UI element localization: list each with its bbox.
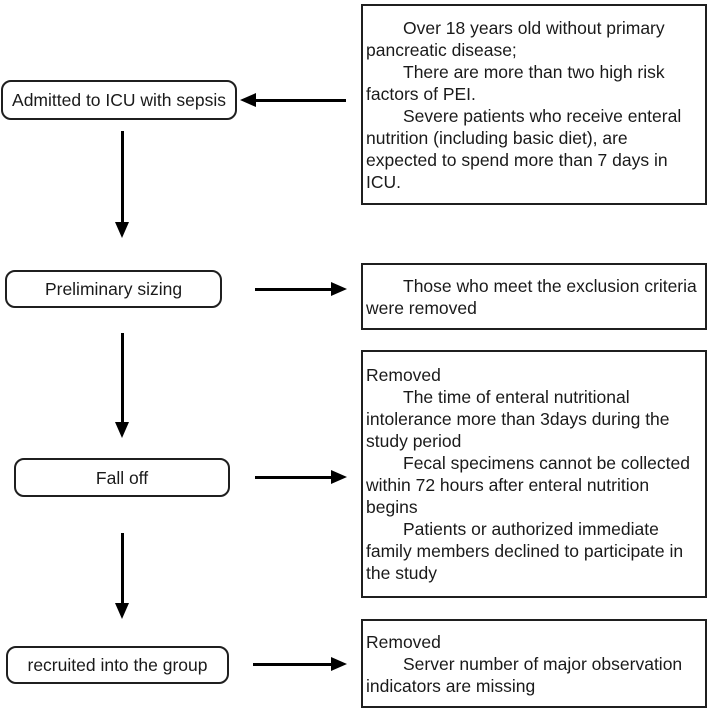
connector-arrow-down-icon xyxy=(115,333,129,438)
arrow-shaft xyxy=(254,98,346,102)
arrowhead-icon xyxy=(331,282,347,296)
arrowhead-icon xyxy=(331,470,347,484)
note-paragraph: The time of enteral nutritional intolera… xyxy=(366,387,670,451)
note-heading: Removed xyxy=(366,632,441,652)
flow-node-preliminary-sizing: Preliminary sizing xyxy=(5,270,222,308)
flow-node-label: Fall off xyxy=(95,467,149,488)
note-paragraph: There are more than two high risk factor… xyxy=(366,62,665,104)
flow-node-label: recruited into the group xyxy=(27,655,208,675)
note-paragraph: Server number of major observation indic… xyxy=(366,654,683,696)
connector-arrow-right-icon xyxy=(255,282,347,296)
note-fall-off-removed: Removed The time of enteral nutritional … xyxy=(361,350,707,598)
flow-node-admitted-icu: Admitted to ICU with sepsis xyxy=(1,80,237,120)
note-inclusion-criteria: Over 18 years old without primary pancre… xyxy=(361,4,707,205)
arrow-shaft xyxy=(120,131,124,224)
flow-node-label: Admitted to ICU with sepsis xyxy=(12,90,226,110)
arrowhead-icon xyxy=(115,603,129,619)
note-paragraph: Patients or authorized immediate family … xyxy=(366,519,684,583)
connector-arrow-left-icon xyxy=(240,93,346,107)
connector-arrow-right-icon xyxy=(253,657,347,671)
arrow-shaft xyxy=(120,533,124,605)
note-paragraph: Those who meet the exclusion criteria we… xyxy=(366,276,697,318)
arrow-shaft xyxy=(255,475,333,479)
note-exclusion-removed: Those who meet the exclusion criteria we… xyxy=(361,263,707,330)
connector-arrow-down-icon xyxy=(115,533,129,619)
arrow-shaft xyxy=(253,662,333,666)
arrowhead-icon xyxy=(331,657,347,671)
flow-node-recruited: recruited into the group xyxy=(6,646,229,684)
note-missing-indicators: Removed Server number of major observati… xyxy=(361,619,707,708)
note-paragraph: Severe patients who receive enteral nutr… xyxy=(366,106,682,192)
arrow-shaft xyxy=(255,287,333,291)
flow-node-label: Preliminary sizing xyxy=(44,279,183,299)
note-heading: Removed xyxy=(366,365,441,385)
arrowhead-icon xyxy=(115,422,129,438)
connector-arrow-right-icon xyxy=(255,470,347,484)
connector-arrow-down-icon xyxy=(115,131,129,238)
note-paragraph: Fecal specimens cannot be collected with… xyxy=(366,453,690,517)
flow-node-fall-off: Fall off xyxy=(14,458,230,497)
arrowhead-icon xyxy=(115,222,129,238)
arrow-shaft xyxy=(120,333,124,424)
note-paragraph: Over 18 years old without primary pancre… xyxy=(366,18,665,60)
arrowhead-icon xyxy=(240,93,256,107)
